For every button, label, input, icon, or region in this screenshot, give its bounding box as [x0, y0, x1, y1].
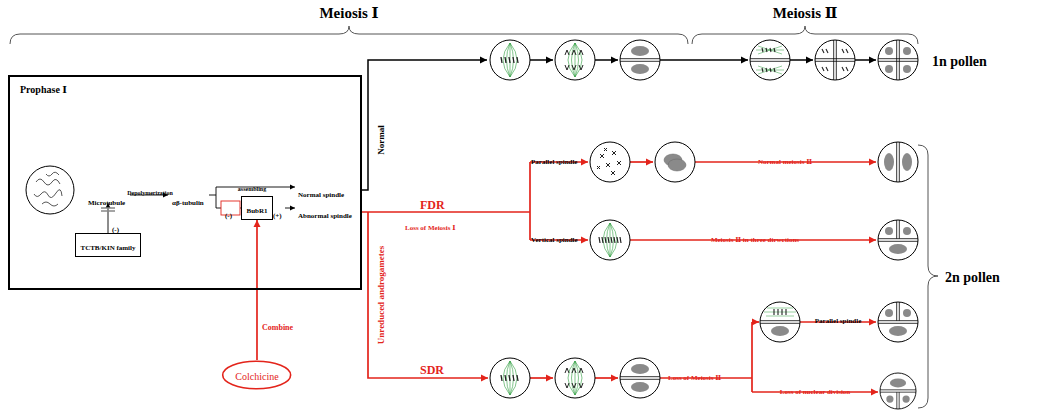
spindle-label: Parallel spindle	[815, 317, 861, 325]
binding-arrow	[256, 220, 258, 360]
sign-label: (+)	[273, 212, 282, 220]
arrow	[530, 377, 553, 379]
sign-label: (-)	[225, 212, 232, 220]
tetrad-cell	[878, 40, 918, 80]
pollen-bracket	[918, 145, 938, 408]
drug-oval: Colchicine	[222, 360, 291, 390]
oval-outline	[223, 361, 291, 389]
restitution-cell	[655, 142, 695, 182]
dyad-spindle-cell	[760, 302, 800, 342]
outcome-label: Normal spindle	[298, 191, 344, 199]
edge-label: Combine	[262, 323, 293, 332]
path-note: Loss of Meiosis Ⅱ	[668, 374, 721, 382]
microtubule-bar	[101, 208, 115, 211]
gene-family-box: TCTB/KIN family	[75, 233, 140, 257]
triad-cell	[878, 302, 918, 342]
phase-heading: Meiosis Ⅱ	[773, 5, 838, 22]
arrow	[630, 161, 653, 163]
division-note: Loss of nuclear division	[780, 388, 850, 396]
path-label: Unreduced androgametes	[376, 246, 386, 344]
sign-label: (-)	[112, 226, 119, 234]
dyad-metaphase-cell	[750, 40, 790, 80]
node-text: Colchicine	[235, 371, 278, 383]
arrow	[660, 59, 748, 61]
metaphase-cell	[590, 220, 630, 260]
arrow	[595, 377, 618, 379]
arrow	[595, 59, 618, 61]
metaphase-cell	[490, 358, 530, 398]
path-label: SDR	[420, 364, 444, 378]
dyad-anaphase-cell	[815, 40, 855, 80]
meiosis-brace	[10, 26, 688, 44]
outcome-label: Abnormal spindle	[298, 212, 352, 220]
division-note: Meiosis Ⅱ in three dirwctions	[711, 236, 799, 244]
meiosis-brace	[692, 26, 918, 44]
path-label: FDR	[420, 199, 445, 213]
arrow	[752, 321, 759, 323]
dyad-cell	[620, 358, 660, 398]
sdr-path	[368, 212, 488, 378]
metaphase-cell	[490, 40, 530, 80]
spindle-label: Vertical spindle	[531, 236, 578, 244]
branch-line	[660, 322, 752, 392]
arrow	[530, 59, 553, 61]
dyad-cell	[878, 142, 918, 182]
node-text: BubR1	[246, 207, 267, 215]
node-text: TCTB/KIN family	[80, 244, 135, 252]
division-note: Normal meiosis Ⅱ	[758, 158, 812, 166]
path-label: Normal	[376, 125, 386, 155]
process-label: assembling	[238, 186, 266, 193]
path-note: Loss of Meiosis Ⅰ	[405, 224, 456, 232]
component-label: Microtubule	[88, 199, 125, 207]
process-label: Depolymerization	[127, 190, 173, 197]
result-label: 2n pollen	[945, 270, 1000, 286]
normal-path	[362, 60, 487, 190]
arrow	[790, 59, 813, 61]
anaphase-cell	[555, 40, 595, 80]
protein-box: BubR1	[241, 196, 272, 220]
anaphase-cell	[555, 358, 595, 398]
node-text: Prophase Ⅰ	[20, 84, 350, 96]
dyad-cell	[620, 40, 660, 80]
arrow	[285, 208, 295, 209]
triad-cell	[878, 220, 918, 260]
prophase-cell	[26, 166, 74, 214]
arrow	[855, 59, 876, 61]
phase-heading: Meiosis Ⅰ	[319, 5, 378, 22]
component-label: αβ-tubulin	[172, 199, 204, 207]
triad-cell	[880, 373, 916, 409]
fdr-path	[362, 162, 530, 240]
chromosome-cell	[590, 142, 630, 182]
spindle-label: Parallel spindle	[531, 158, 577, 166]
stage-box: Prophase Ⅰ TCTB/KIN family BubR1	[8, 75, 362, 290]
result-label: 1n pollen	[932, 54, 987, 70]
